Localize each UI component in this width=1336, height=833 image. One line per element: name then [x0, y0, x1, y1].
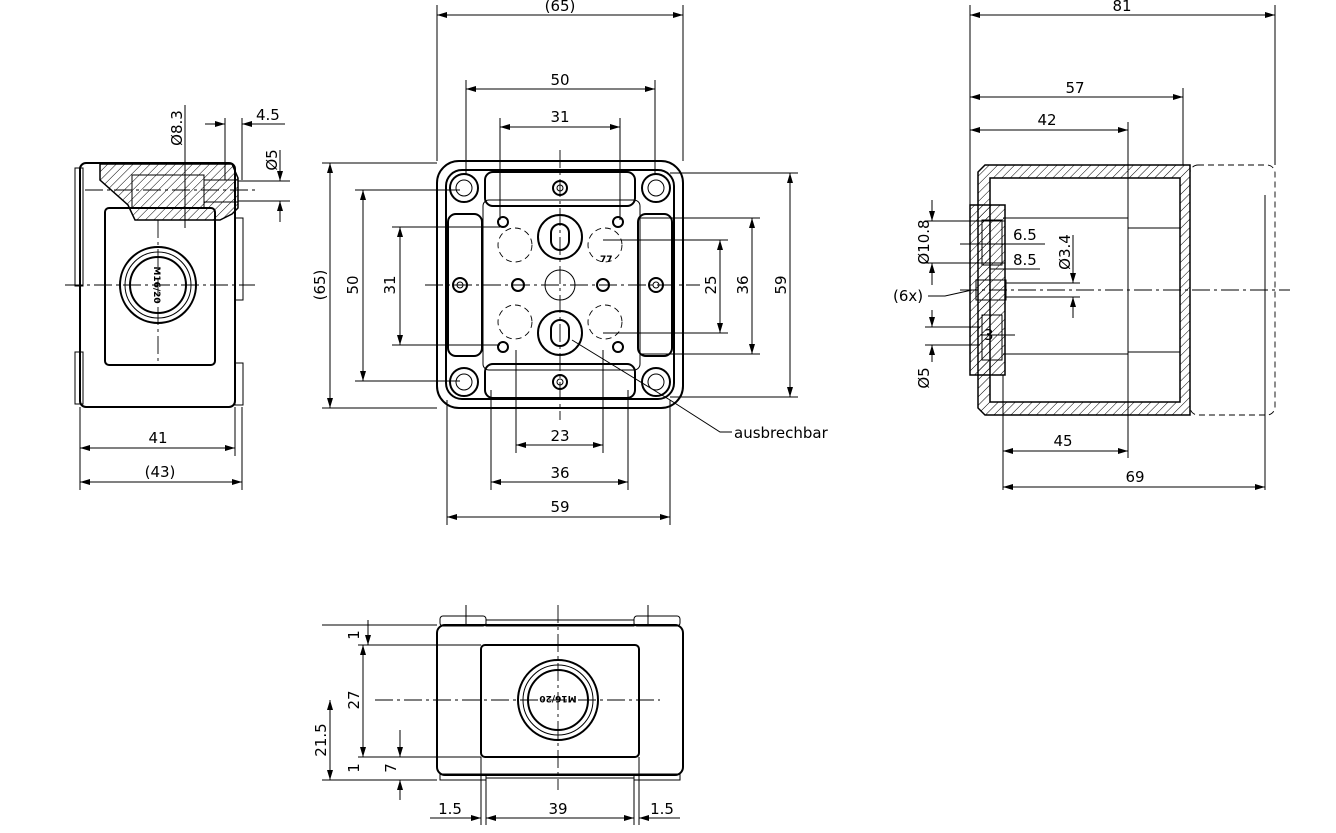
dim-right-59: 59 [772, 275, 790, 294]
dim-3: 3 [984, 326, 994, 344]
dim-width-50: 50 [550, 71, 569, 89]
dim-bore-diameter: Ø8.3 [168, 110, 186, 146]
dim-7: 7 [382, 763, 400, 773]
dim-hole-diameter: Ø5 [263, 149, 281, 170]
dim-height-27: 27 [345, 690, 363, 709]
dim-diameter-10-8: Ø10.8 [915, 219, 933, 264]
corner-screw-holes [449, 173, 671, 397]
dim-width-overall: (65) [545, 0, 576, 15]
dim-6-5: 6.5 [1013, 226, 1037, 244]
dim-right-36: 36 [734, 275, 752, 294]
dim-height-42: 42 [1037, 111, 1056, 129]
dim-right-25: 25 [702, 275, 720, 294]
dim-height-31: 31 [381, 275, 399, 294]
mounting-holes [452, 180, 664, 390]
dim-height-overall: (65) [311, 270, 329, 301]
dim-4-5: 4.5 [256, 106, 280, 124]
side-view: M16/20 Ø8.3 4.5 Ø5 41 (43) [65, 105, 290, 490]
dim-depth-43: (43) [145, 463, 176, 481]
dim-depth-41: 41 [148, 429, 167, 447]
dim-depth-45: 45 [1053, 432, 1072, 450]
dim-8-5: 8.5 [1013, 251, 1037, 269]
dim-depth-69: 69 [1125, 468, 1144, 486]
dim-height-81: 81 [1112, 0, 1131, 15]
dim-bottom-1: 1 [345, 763, 363, 773]
dim-bottom-59: 59 [550, 498, 569, 516]
front-view: 77 (65) 50 31 (65) 50 31 25 36 59 [311, 0, 829, 525]
dim-height-50: 50 [344, 275, 362, 294]
dim-height-21-5: 21.5 [312, 723, 330, 756]
dim-width-31: 31 [550, 108, 569, 126]
dim-diameter-5: Ø5 [915, 367, 933, 388]
dim-left-1-5: 1.5 [438, 800, 462, 818]
marker-label: 77 [600, 255, 613, 265]
dim-width-39: 39 [548, 800, 567, 818]
bottom-view: M16/20 1 27 21.5 1 7 1.5 39 1.5 [312, 605, 684, 825]
dim-right-1-5: 1.5 [650, 800, 674, 818]
knockout-callout: ausbrechbar [734, 424, 829, 442]
section-view: 81 57 42 Ø10.8 6.5 8.5 Ø3.4 (6x) 3 Ø5 45… [893, 0, 1290, 490]
dim-bottom-36: 36 [550, 464, 569, 482]
dim-bottom-23: 23 [550, 427, 569, 445]
dim-diameter-3-4: Ø3.4 [1056, 234, 1074, 270]
dim-height-57: 57 [1065, 79, 1084, 97]
dim-top-1: 1 [345, 630, 363, 640]
count-6x: (6x) [893, 287, 923, 305]
